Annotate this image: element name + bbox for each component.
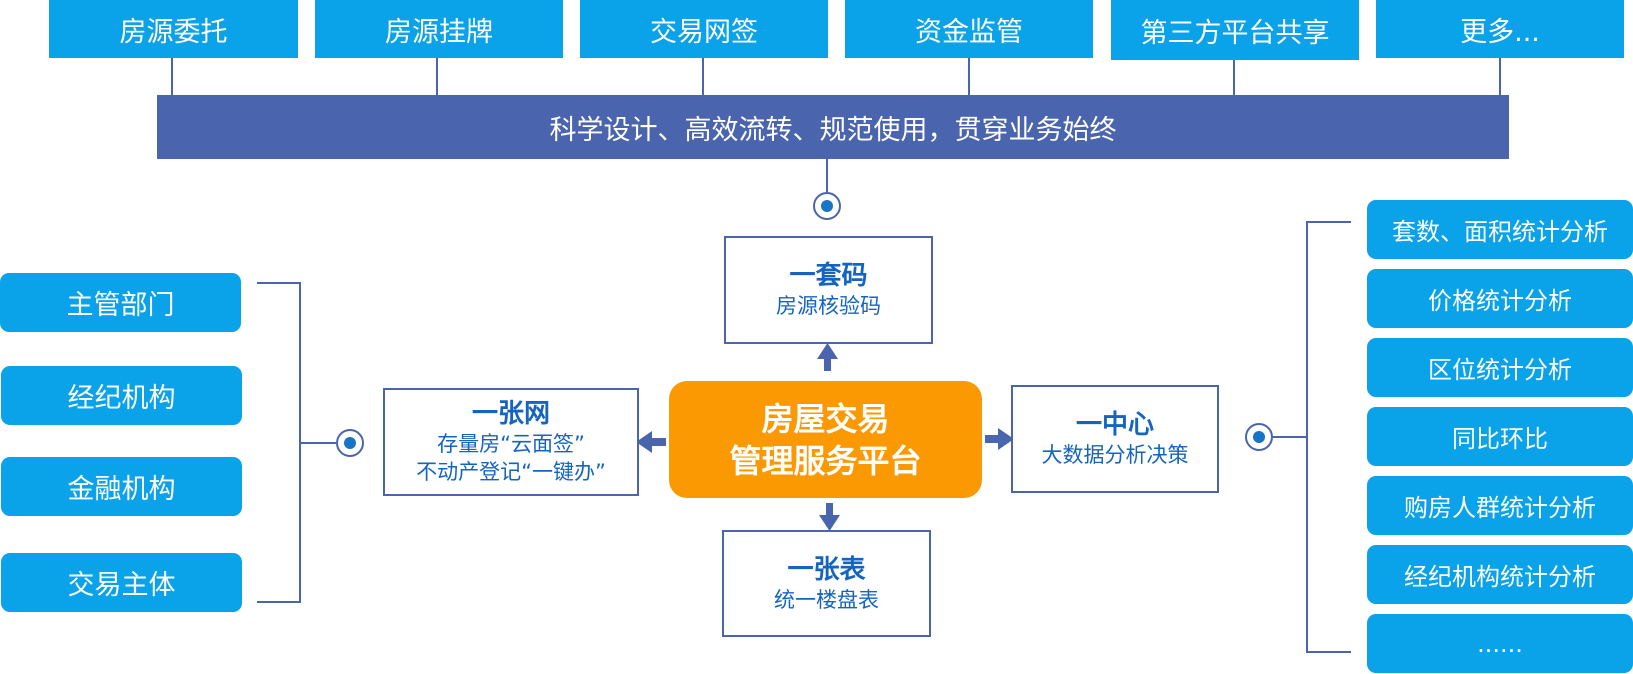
right-item-more: ...... <box>1367 614 1633 673</box>
center-platform: 房屋交易 管理服务平台 <box>669 381 982 498</box>
target-icon-left <box>336 429 364 457</box>
top-item-more: 更多... <box>1376 0 1624 58</box>
node-one-network: 一张网 存量房“云面签” 不动产登记“一键办” <box>383 388 639 496</box>
node-subtitle: 房源核验码 <box>776 294 881 318</box>
node-subtitle: 不动产登记“一键办” <box>416 460 606 484</box>
node-title: 一中心 <box>1075 410 1154 440</box>
right-item-yoy-mom: 同比环比 <box>1367 407 1633 466</box>
top-item-online-signing: 交易网签 <box>580 0 828 58</box>
center-title-line1: 房屋交易 <box>761 399 890 438</box>
node-subtitle: 统一楼盘表 <box>774 587 879 612</box>
top-item-property-listing: 房源挂牌 <box>315 0 563 58</box>
node-one-code: 一套码 房源核验码 <box>724 236 933 344</box>
node-title: 一张网 <box>471 399 550 429</box>
node-title: 一张表 <box>787 554 866 585</box>
top-item-third-party-sharing: 第三方平台共享 <box>1111 0 1359 60</box>
right-item-price: 价格统计分析 <box>1367 269 1633 328</box>
node-subtitle: 大数据分析决策 <box>1041 443 1189 467</box>
top-item-fund-supervision: 资金监管 <box>845 0 1093 58</box>
node-one-table: 一张表 统一楼盘表 <box>722 530 931 637</box>
left-item-authority: 主管部门 <box>0 273 241 332</box>
target-icon-right <box>1245 423 1273 451</box>
banner: 科学设计、高效流转、规范使用，贯穿业务始终 <box>157 95 1509 159</box>
right-item-location: 区位统计分析 <box>1367 338 1633 397</box>
center-title-line2: 管理服务平台 <box>729 441 922 480</box>
node-one-center: 一中心 大数据分析决策 <box>1011 385 1219 493</box>
node-title: 一套码 <box>789 261 868 291</box>
right-item-agency-stats: 经纪机构统计分析 <box>1367 545 1633 604</box>
top-item-property-entrust: 房源委托 <box>49 0 298 58</box>
right-item-count-area: 套数、面积统计分析 <box>1367 200 1633 259</box>
left-item-agency: 经纪机构 <box>1 366 242 425</box>
node-subtitle: 存量房“云面签” <box>437 432 585 456</box>
left-item-financial: 金融机构 <box>1 457 242 516</box>
right-item-buyer-group: 购房人群统计分析 <box>1367 476 1633 535</box>
target-icon-top <box>813 192 841 220</box>
left-item-trade-party: 交易主体 <box>1 553 242 612</box>
